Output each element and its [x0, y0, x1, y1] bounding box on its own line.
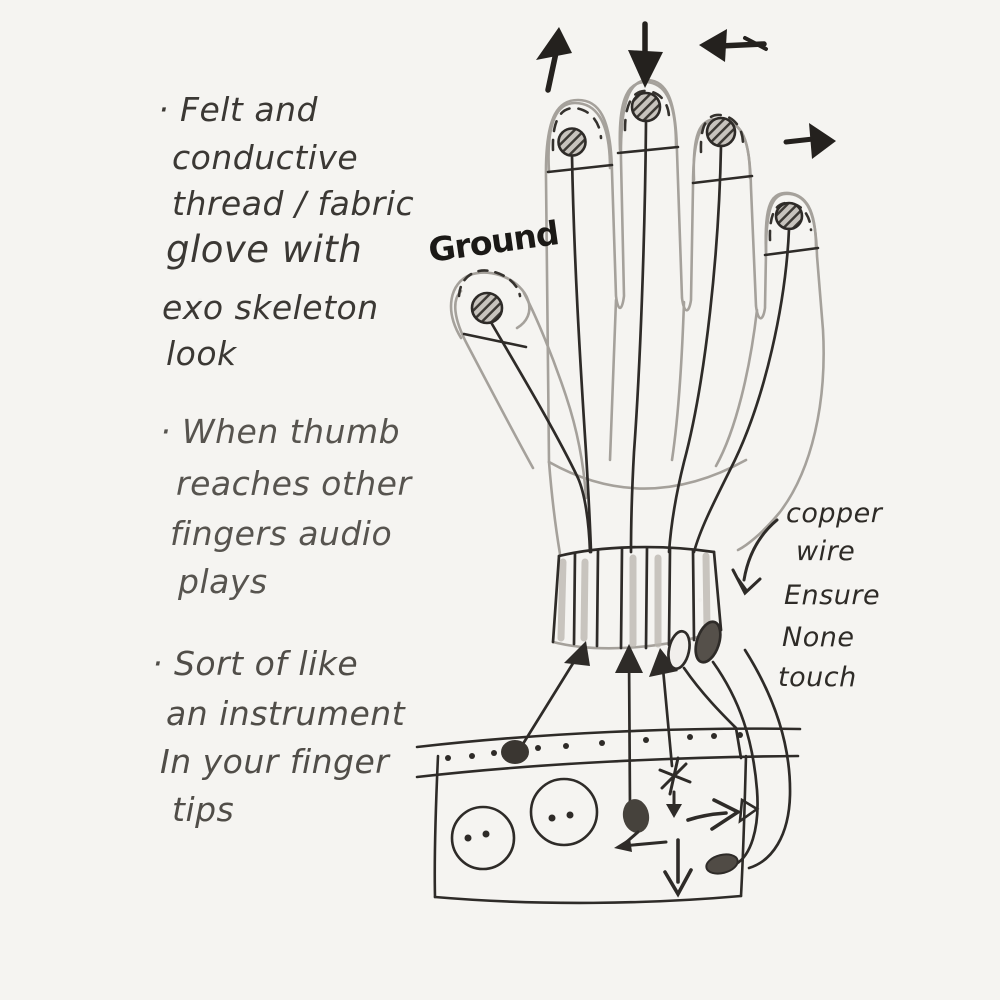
- note-line: · Sort of like: [152, 644, 359, 683]
- note-line: None: [782, 622, 855, 653]
- note-line: conductive: [172, 138, 359, 177]
- cuff-shading: [557, 552, 711, 648]
- note-line: Ensure: [784, 580, 881, 611]
- note-line: an instrument: [166, 694, 406, 733]
- note-line: fingers audio: [170, 514, 393, 553]
- contact-pad-icon: [705, 116, 737, 148]
- board-right-edge: [739, 754, 748, 898]
- note-line: wire: [796, 536, 856, 567]
- right-ribbon-inner: [711, 660, 759, 866]
- contact-pad-icon: [557, 127, 587, 157]
- note-line: · When thumb: [160, 412, 401, 451]
- fingertip-pad-thumb: [449, 269, 531, 349]
- contact-pad-icon: [470, 291, 504, 325]
- rail-bottom-line: [415, 754, 800, 779]
- arrow-right-icon: [783, 123, 836, 159]
- right-arrow-icon: [686, 798, 742, 831]
- arrow-up-icon: [536, 27, 572, 93]
- fingertip-pads: [449, 80, 820, 349]
- note-line: look: [166, 334, 237, 373]
- board-knob-left: [450, 805, 516, 871]
- middle-wire: [629, 119, 648, 554]
- palm-crease: [547, 458, 748, 490]
- note-line: glove with: [166, 228, 363, 271]
- index-wire: [570, 154, 593, 554]
- fingertip-pad-pinky: [763, 191, 820, 257]
- cuff-top-line: [557, 545, 716, 558]
- triangle-connector: [738, 797, 760, 824]
- solder-blob: [705, 853, 739, 875]
- thumb-wire: [490, 322, 592, 554]
- ring-wire: [667, 144, 723, 554]
- right-ribbon-outer: [743, 648, 792, 870]
- rail-top-line: [415, 727, 802, 749]
- note-line: tips: [172, 790, 235, 829]
- down-arrow-icon: [663, 838, 693, 898]
- rail-dots: [445, 732, 743, 761]
- direction-arrows: [536, 21, 836, 159]
- board-bottom-edge: [433, 894, 743, 905]
- crimp-connector: [667, 629, 691, 671]
- arrow-left-icon: [699, 29, 768, 62]
- circuit-board: [415, 727, 802, 905]
- note-line: reaches other: [176, 464, 412, 503]
- fingertip-pad-middle: [616, 80, 680, 155]
- arrow-down-icon: [628, 21, 663, 88]
- pinky-wire: [692, 227, 791, 554]
- fingertip-pad-ring: [691, 113, 754, 185]
- crimp-connector: [694, 620, 722, 664]
- contact-pad-icon: [774, 201, 804, 231]
- note-line: thread / fabric: [172, 184, 415, 223]
- note-line: copper: [786, 498, 883, 529]
- thumb-outer-edge: [454, 289, 535, 470]
- board-left-edge: [433, 754, 440, 899]
- finger-wires: [490, 119, 791, 554]
- contact-pad-icon: [630, 91, 662, 123]
- note-line: · Felt and: [158, 90, 318, 129]
- fingertip-pad-index: [546, 101, 614, 174]
- solder-blob-arrow: [614, 799, 668, 852]
- note-line: plays: [178, 562, 268, 601]
- note-line: touch: [778, 662, 857, 693]
- note-line: exo skeleton: [162, 288, 379, 327]
- wrist-cuff: [551, 545, 723, 650]
- asterisk-mark: [658, 756, 692, 818]
- palm-left-edge: [547, 460, 562, 556]
- cuff-to-board-wires: [511, 620, 792, 875]
- solder-blob: [501, 740, 529, 764]
- curved-arrow-down-left-icon: [731, 518, 779, 596]
- board-knob-right: [529, 777, 599, 847]
- thumb-inner-edge: [522, 291, 588, 500]
- note-line: In your finger: [160, 742, 390, 781]
